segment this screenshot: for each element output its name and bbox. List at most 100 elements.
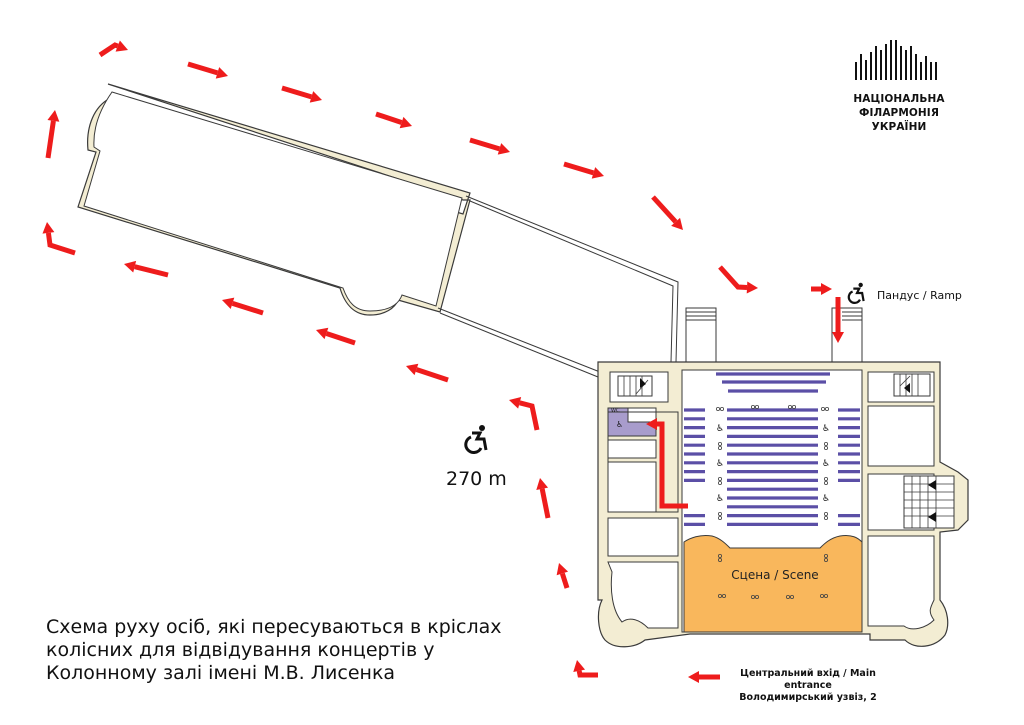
stage-seat-marker bbox=[718, 554, 723, 559]
stairs-left bbox=[617, 375, 653, 397]
seat-marker bbox=[824, 445, 829, 450]
route-arrow-head bbox=[222, 297, 235, 310]
route-arrow-head bbox=[399, 116, 412, 129]
logo-name: НАЦІОНАЛЬНА ФІЛАРМОНІЯ bbox=[853, 93, 945, 119]
seat-marker bbox=[716, 406, 721, 411]
route-arrow-head bbox=[671, 217, 683, 230]
seat-marker bbox=[824, 480, 829, 485]
map-caption: Схема руху осіб, які пересуваються в крі… bbox=[46, 616, 502, 685]
route-arrow-head bbox=[573, 660, 586, 672]
route-arrow-head bbox=[536, 478, 549, 490]
route-arrow-head bbox=[746, 281, 758, 294]
connector-corridor bbox=[437, 195, 679, 378]
stage-seat-marker bbox=[790, 595, 795, 600]
route-arrow-head bbox=[309, 91, 322, 103]
seat-marker bbox=[824, 512, 829, 517]
seat-rows bbox=[684, 372, 860, 527]
wheelchair-space-icon: ♿ bbox=[822, 424, 830, 434]
seat-marker bbox=[755, 404, 760, 409]
seat-marker bbox=[718, 445, 723, 450]
seat-marker bbox=[824, 476, 829, 481]
route-arrow-head bbox=[646, 418, 657, 430]
route-arrows bbox=[42, 40, 844, 683]
route-arrow-shaft bbox=[375, 111, 403, 125]
route-arrow-head bbox=[215, 67, 228, 79]
stage-seat-marker bbox=[718, 594, 723, 599]
seat-markers: ♿ ♿ ♿ ♿ ♿ ♿ ♿ bbox=[616, 404, 830, 600]
caption-line: Колонному залі імені М.В. Лисенка bbox=[46, 662, 396, 684]
wheelchair-space-icon: ♿ bbox=[716, 459, 724, 469]
seat-marker bbox=[718, 476, 723, 481]
route-arrow-head bbox=[115, 40, 128, 52]
stage-label: Сцена / Scene bbox=[731, 568, 819, 582]
route-arrow-head bbox=[591, 167, 604, 179]
route-arrow-head bbox=[406, 363, 419, 376]
route-arrow-head bbox=[124, 260, 137, 273]
wheelchair-space-icon: ♿ bbox=[716, 494, 724, 504]
route-arrow-shaft bbox=[539, 488, 551, 519]
stage-area bbox=[683, 535, 863, 633]
route-arrow-shaft bbox=[519, 400, 540, 431]
route-arrow-shaft bbox=[651, 195, 678, 224]
route-arrow-shaft bbox=[415, 367, 449, 383]
stairs-right-top bbox=[893, 373, 931, 397]
seat-marker bbox=[718, 441, 723, 446]
seat-marker bbox=[825, 406, 830, 411]
route-arrow-shaft bbox=[469, 137, 501, 152]
wheelchair-space-icon: ♿ bbox=[716, 424, 724, 434]
stage-seat-marker bbox=[755, 595, 760, 600]
wc-label: WC bbox=[611, 408, 620, 414]
caption-line: Схема руху осіб, які пересуваються в крі… bbox=[46, 616, 502, 638]
seat-marker bbox=[751, 404, 756, 409]
route-arrow-head bbox=[47, 110, 60, 122]
wheelchair-space-icon: ♿ bbox=[822, 494, 830, 504]
stage-seat-marker bbox=[824, 554, 829, 559]
route-arrow-shaft bbox=[559, 572, 570, 589]
wheelchair-space-icon: ♿ bbox=[822, 459, 830, 469]
wheelchair-icon bbox=[464, 425, 488, 454]
route-arrow-shaft bbox=[563, 161, 595, 176]
caption-line: колісних для відвідування концертів у bbox=[46, 639, 435, 661]
route-arrow-head bbox=[688, 671, 699, 683]
logo-subname: УКРАЇНИ bbox=[871, 121, 927, 133]
ramp-wheelchair-icon bbox=[847, 282, 865, 304]
stage-seat-marker bbox=[786, 595, 791, 600]
stairs-right-bottom bbox=[903, 475, 955, 529]
route-arrow-shaft bbox=[98, 42, 119, 58]
seat-marker bbox=[718, 512, 723, 517]
route-arrow-head bbox=[316, 327, 329, 340]
wc-wheelchair-icon: ♿ bbox=[616, 420, 623, 429]
route-distance: 270 m bbox=[446, 468, 507, 490]
route-arrow-head bbox=[42, 222, 55, 234]
seat-marker bbox=[718, 516, 723, 521]
route-arrow-head bbox=[497, 143, 510, 155]
annex-building bbox=[77, 83, 471, 316]
organ-pipes-icon bbox=[855, 40, 937, 80]
seat-marker bbox=[788, 404, 793, 409]
stage-seat-marker bbox=[824, 594, 829, 599]
route-arrow-shaft bbox=[45, 120, 56, 159]
route-arrow-head bbox=[832, 332, 844, 343]
route-arrow-shaft bbox=[657, 421, 688, 509]
route-arrow-shaft bbox=[187, 61, 219, 76]
stage-seat-marker bbox=[820, 594, 825, 599]
route-arrow-head bbox=[509, 396, 522, 409]
seat-marker bbox=[824, 516, 829, 521]
stage-seat-marker bbox=[824, 558, 829, 563]
route-arrow-shaft bbox=[718, 265, 748, 290]
seat-marker bbox=[824, 441, 829, 446]
entrance-address: Володимирський узвіз, 2 bbox=[739, 692, 877, 703]
route-arrow-shaft bbox=[576, 670, 598, 678]
route-arrow-shaft bbox=[45, 232, 76, 256]
stage-seat-marker bbox=[722, 594, 727, 599]
stage-seat-marker bbox=[718, 558, 723, 563]
stage-seat-marker bbox=[751, 595, 756, 600]
seat-marker bbox=[718, 480, 723, 485]
logo-title: НАЦІОНАЛЬНА ФІЛАРМОНІЯ УКРАЇНИ bbox=[818, 92, 980, 134]
route-arrow-shaft bbox=[325, 331, 356, 346]
route-arrow-shaft bbox=[134, 264, 169, 278]
route-arrow-shaft bbox=[231, 300, 264, 316]
route-arrow-shaft bbox=[281, 85, 313, 100]
seat-marker bbox=[720, 406, 725, 411]
